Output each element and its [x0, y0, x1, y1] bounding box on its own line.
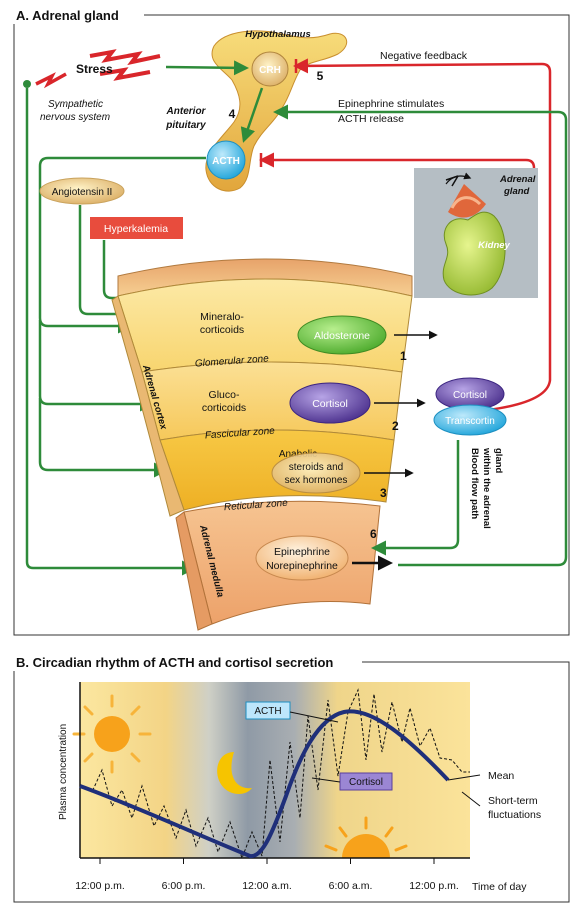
x-tick-label: 6:00 a.m. — [329, 880, 373, 892]
sympathetic-lightning-icon — [35, 72, 67, 89]
cortisol-transcortin-node — [433, 377, 507, 436]
stress-to-crh-arrow — [165, 60, 249, 76]
number-2: 2 — [392, 419, 399, 433]
acth-node — [206, 140, 246, 180]
acth-label: ACTH — [212, 156, 240, 167]
x-tick-label: 12:00 a.m. — [242, 880, 292, 892]
x-tick-label: 12:00 p.m. — [409, 880, 459, 892]
sympathetic-to-medulla-arrow — [25, 88, 197, 576]
kidney-inset — [414, 168, 538, 298]
hypothalamus-label: Hypothalamus — [245, 29, 310, 40]
crh-to-acth-arrow — [240, 87, 264, 143]
acth-to-fascicular-arrow — [38, 320, 155, 412]
hyperkalemia-label: Hyperkalemia — [104, 223, 168, 235]
negative-feedback-to-acth-arrow — [259, 152, 536, 169]
reticular-zone-label: Reticular zone — [224, 498, 289, 513]
anabolic-label-2: steroids and — [289, 462, 343, 473]
mean-legend-label: Mean — [488, 770, 514, 782]
rising-sun-icon — [324, 816, 408, 858]
acth-to-reticular-arrow — [38, 398, 169, 478]
stress-label: Stress — [76, 62, 113, 76]
acth-chart-label-box — [245, 701, 291, 720]
epinephrine-label: Epinephrine — [274, 546, 330, 558]
cortisol-label: Cortisol — [312, 398, 348, 410]
fascicular-zone-label: Fascicular zone — [205, 426, 276, 442]
adrenal-gland-inset-label-1: Adrenal — [499, 174, 536, 185]
epinephrine-node — [255, 535, 349, 581]
mineralocorticoids-label-1: Mineralo- — [200, 311, 244, 323]
number-3: 3 — [380, 486, 387, 500]
norepinephrine-label: Norepinephrine — [266, 560, 338, 572]
number-4: 4 — [229, 107, 236, 121]
glomerular-zone-label: Glomerular zone — [195, 353, 270, 369]
anabolic-label-3: sex hormones — [285, 475, 348, 486]
hyperkalemia-box — [90, 217, 183, 239]
glucocorticoids-label-2: corticoids — [202, 402, 246, 414]
x-axis-title: Time of day — [472, 881, 527, 893]
negative-feedback-label: Negative feedback — [380, 50, 468, 62]
acth-chart-label: ACTH — [254, 706, 281, 717]
cortisol-leader-line — [311, 777, 341, 783]
hyperkalemia-to-glomerular-arrow — [102, 240, 139, 306]
mineralocorticoids-label-2: corticoids — [200, 324, 244, 336]
aldosterone-label: Aldosterone — [314, 330, 370, 342]
mean-line — [79, 709, 450, 859]
epinephrine-to-pituitary-arrow — [273, 104, 568, 567]
panel-b-title: B. Circadian rhythm of ACTH and cortisol… — [16, 655, 333, 670]
anterior-pituitary-label-1: Anterior — [166, 106, 207, 117]
negative-feedback-to-crh-arrow — [293, 58, 552, 412]
sympathetic-origin-dot — [23, 80, 31, 88]
x-tick-label: 12:00 p.m. — [75, 880, 125, 892]
panel-a-frame — [13, 14, 570, 636]
anterior-pituitary-label-2: pituitary — [165, 120, 206, 131]
fluctuations-legend-label-2: fluctuations — [488, 809, 541, 821]
fluct-leader-line — [461, 791, 481, 807]
x-tick-label: 6:00 p.m. — [162, 880, 206, 892]
kidney-label: Kidney — [478, 240, 510, 251]
sympathetic-label-1: Sympathetic — [48, 99, 103, 110]
x-ticks: 12:00 p.m. 6:00 p.m. 12:00 a.m. 6:00 a.m. 12… — [75, 858, 459, 892]
number-6: 6 — [370, 527, 377, 541]
sympathetic-label-2: nervous system — [40, 112, 110, 123]
aldosterone-node — [297, 315, 387, 355]
crh-label: CRH — [259, 65, 281, 76]
glucocorticoids-label-1: Gluco- — [209, 389, 240, 401]
angiotensin-node — [39, 177, 125, 205]
short-term-fluctuations-line — [79, 688, 470, 860]
transcortin-label: Transcortin — [445, 416, 495, 427]
epinephrine-stimulates-label-2: ACTH release — [338, 113, 404, 125]
cortisol-chart-label: Cortisol — [349, 777, 383, 788]
blood-flow-to-medulla-arrow — [371, 440, 460, 556]
blood-flow-label-3: gland — [493, 448, 504, 474]
blood-flow-label-1: Blood flow path — [469, 448, 480, 519]
angiotensin-label: Angiotensin II — [52, 187, 113, 198]
epinephrine-stimulates-label-1: Epinephrine stimulates — [338, 98, 444, 110]
moon-icon — [217, 752, 252, 794]
acth-to-glomerular-arrow — [38, 156, 206, 334]
adrenal-gland-inset-label-2: gland — [503, 186, 530, 197]
sun-icon — [72, 694, 152, 774]
number-1: 1 — [400, 349, 407, 363]
sex-hormones-node — [271, 452, 361, 494]
bound-cortisol-label: Cortisol — [453, 390, 487, 401]
acth-leader-line — [289, 711, 339, 723]
crh-node — [251, 51, 289, 87]
panel-a-title: A. Adrenal gland — [16, 8, 119, 23]
y-axis-label: Plasma concentration — [58, 724, 69, 820]
fluctuations-legend-label-1: Short-term — [488, 795, 538, 807]
number-5: 5 — [317, 69, 324, 83]
angiotensin-to-glomerular-arrow — [78, 205, 139, 322]
blood-flow-label-2: within the adrenal — [481, 447, 492, 529]
stress-lightning-icon — [89, 49, 161, 81]
mean-leader-line — [447, 774, 481, 781]
cortisol-node — [289, 382, 371, 424]
